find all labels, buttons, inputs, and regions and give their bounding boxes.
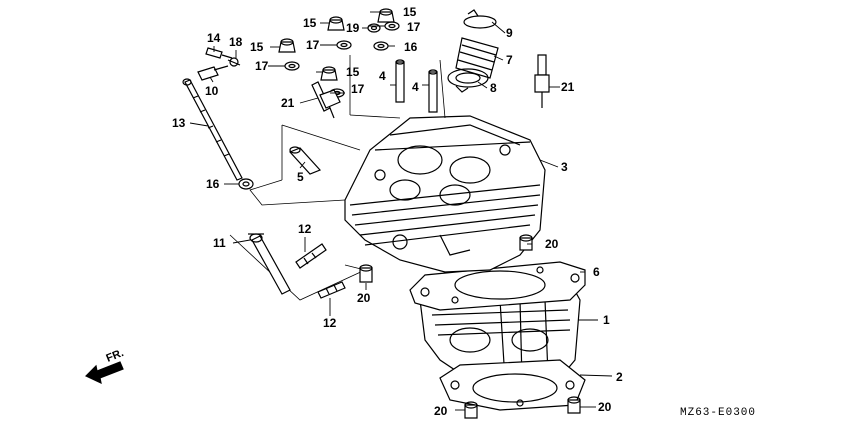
callout-8: 8 [490,81,497,95]
callout-10: 10 [205,84,219,98]
cylinder-head [344,115,546,273]
callout-7: 7 [506,53,513,67]
callout-6: 6 [593,265,600,279]
callout-3: 3 [561,160,568,174]
callout-17: 17 [407,20,421,34]
callout-19: 19 [346,21,360,35]
callout-15: 15 [250,40,264,54]
intake-insulator [447,9,499,93]
studs [295,243,346,299]
callout-2: 2 [616,370,623,384]
callout-1: 1 [603,313,610,327]
long-stud-bolt [182,78,243,181]
callout-12: 12 [298,222,312,236]
callout-5: 5 [297,170,304,184]
assembly-guide-lines [229,55,446,301]
callout-20: 20 [598,400,612,414]
head-bolt [248,233,291,295]
callout-15: 15 [346,65,360,79]
callout-18: 18 [229,35,243,49]
callout-20: 20 [357,291,371,305]
callout-9: 9 [506,26,513,40]
cylinder-base-gasket [439,359,586,411]
front-direction-arrow [84,361,124,385]
callout-17: 17 [255,59,269,73]
dowel-pin [288,146,322,175]
callout-16: 16 [404,40,418,54]
spark-plugs [311,54,550,119]
callout-4: 4 [379,69,386,83]
diagram-code: MZ63-E0300 [680,407,756,419]
front-direction-label: FR. [105,347,126,365]
callout-12: 12 [323,316,337,330]
leader-lines [189,11,613,411]
callout-21: 21 [561,80,575,94]
callout-14: 14 [207,31,221,45]
callout-20: 20 [545,237,559,251]
small-bolts [197,47,241,81]
callout-16: 16 [206,177,220,191]
callout-15: 15 [403,5,417,19]
callout-17: 17 [306,38,320,52]
callout-11: 11 [213,236,226,250]
valve-guides [395,59,438,113]
callout-17: 17 [351,82,365,96]
callout-20: 20 [434,404,448,418]
callout-4: 4 [412,80,419,94]
callout-13: 13 [172,116,186,130]
callout-21: 21 [281,96,295,110]
dowel-pins-20 [359,234,581,419]
cylinder-head-gasket [409,261,586,311]
callout-15: 15 [303,16,317,30]
